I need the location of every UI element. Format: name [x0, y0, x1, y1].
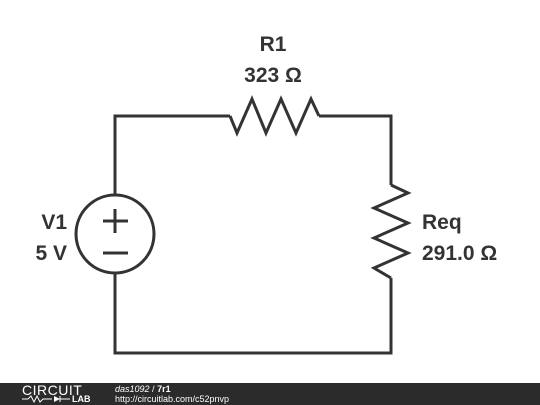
circuit-url[interactable]: http://circuitlab.com/c52pnvp — [115, 394, 230, 404]
resistor-r1-symbol — [228, 95, 321, 137]
req-name-label: Req — [422, 211, 462, 234]
resistor-req-symbol — [370, 183, 412, 280]
req-value-label: 291.0 Ω — [422, 242, 497, 265]
circuit-title[interactable]: 7r1 — [157, 384, 171, 394]
circuitlab-logo[interactable]: CIRCUIT LAB — [0, 382, 105, 405]
logo-text: CIRCUIT — [22, 382, 83, 398]
wire-top-right — [319, 114, 393, 185]
path-separator: / — [149, 384, 158, 394]
v1-name-label: V1 — [41, 211, 67, 234]
r1-value-label: 323 Ω — [244, 64, 302, 87]
resistor-wave-icon — [22, 395, 70, 403]
r1-name-label: R1 — [260, 33, 287, 56]
v1-value-label: 5 V — [35, 242, 67, 265]
footer-attribution: das1092 / 7r1 — [115, 384, 171, 394]
author-link[interactable]: das1092 — [115, 384, 150, 394]
schematic-canvas: R1 323 Ω V1 5 V Req 291.0 Ω — [35, 33, 498, 355]
voltage-source-v1-symbol — [74, 193, 156, 275]
logo-sub-text: LAB — [72, 394, 91, 404]
footer-bar: CIRCUIT LAB das1092 / 7r1 http://circuit… — [0, 382, 540, 405]
circuit-schematic: R1 323 Ω V1 5 V Req 291.0 Ω — [35, 33, 497, 355]
wire-top-left — [113, 114, 230, 195]
wire-bottom — [113, 274, 393, 355]
